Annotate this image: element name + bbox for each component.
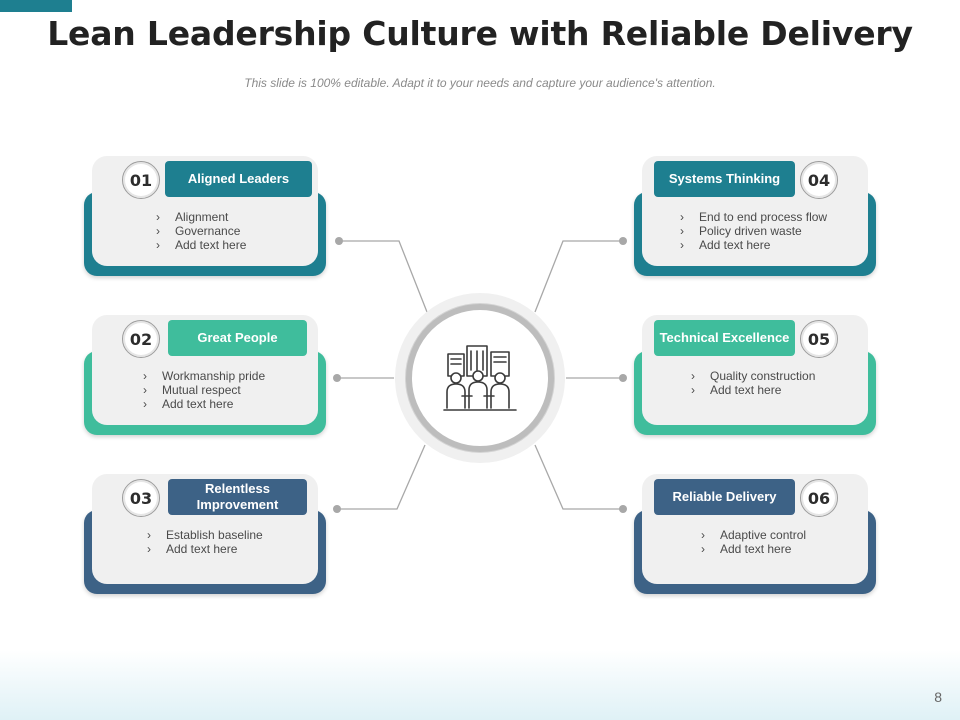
page-number: 8 — [934, 689, 942, 705]
bullet-item: ›Add text here — [701, 542, 792, 556]
card-great-people: 02 Great People ›Workmanship pride ›Mutu… — [84, 315, 326, 435]
card-title-pill: Systems Thinking — [654, 161, 795, 197]
card-reliable-delivery: 06 Reliable Delivery ›Adaptive control ›… — [634, 474, 876, 594]
card-number-badge: 03 — [122, 479, 160, 517]
card-aligned-leaders: 01 Aligned Leaders ›Alignment ›Governanc… — [84, 156, 326, 276]
chevron-right-icon: › — [156, 210, 160, 224]
chevron-right-icon: › — [147, 542, 151, 556]
bullet-item: ›Establish baseline — [147, 528, 263, 542]
header-accent-bar — [0, 0, 72, 12]
bullet-item: ›Policy driven waste — [680, 224, 802, 238]
card-title-pill: Great People — [168, 320, 307, 356]
bullet-item: ›Add text here — [691, 383, 782, 397]
chevron-right-icon: › — [701, 542, 705, 556]
bullet-item: ›Add text here — [156, 238, 247, 252]
card-number-badge: 01 — [122, 161, 160, 199]
chevron-right-icon: › — [143, 383, 147, 397]
card-bullet-list: ›Workmanship pride ›Mutual respect ›Add … — [143, 369, 265, 411]
card-bullet-list: ›Establish baseline ›Add text here — [147, 528, 263, 556]
chevron-right-icon: › — [156, 238, 160, 252]
card-title-pill: Aligned Leaders — [165, 161, 312, 197]
bullet-item: ›Add text here — [143, 397, 234, 411]
card-bullet-list: ›Adaptive control ›Add text here — [701, 528, 806, 556]
card-number-badge: 06 — [800, 479, 838, 517]
chevron-right-icon: › — [143, 369, 147, 383]
connector-dot-03 — [333, 505, 341, 513]
connector-03 — [337, 444, 426, 510]
chevron-right-icon: › — [156, 224, 160, 238]
card-title-pill: Technical Excellence — [654, 320, 795, 356]
card-number-badge: 05 — [800, 320, 838, 358]
chevron-right-icon: › — [701, 528, 705, 542]
chevron-right-icon: › — [143, 397, 147, 411]
connector-dot-04 — [619, 237, 627, 245]
card-number-badge: 04 — [800, 161, 838, 199]
slide-subtitle: This slide is 100% editable. Adapt it to… — [244, 76, 716, 90]
chevron-right-icon: › — [680, 238, 684, 252]
connector-dot-02 — [333, 374, 341, 382]
connector-01 — [339, 240, 428, 313]
chevron-right-icon: › — [691, 369, 695, 383]
bullet-item: ›Governance — [156, 224, 241, 238]
connector-04 — [534, 240, 623, 313]
connector-dot-05 — [619, 374, 627, 382]
bullet-item: ›End to end process flow — [680, 210, 828, 224]
card-title-pill: Relentless Improvement — [168, 479, 307, 515]
bullet-item: ›Adaptive control — [701, 528, 807, 542]
chevron-right-icon: › — [691, 383, 695, 397]
chevron-right-icon: › — [147, 528, 151, 542]
card-number-badge: 02 — [122, 320, 160, 358]
bullet-item: ›Workmanship pride — [143, 369, 266, 383]
card-relentless-improvement: 03 Relentless Improvement ›Establish bas… — [84, 474, 326, 594]
chevron-right-icon: › — [680, 224, 684, 238]
footer-gradient-band — [0, 650, 960, 720]
card-title-pill: Reliable Delivery — [654, 479, 795, 515]
bullet-item: ›Add text here — [147, 542, 238, 556]
card-systems-thinking: 04 Systems Thinking ›End to end process … — [634, 156, 876, 276]
bullet-item: ›Add text here — [680, 238, 771, 252]
connector-06 — [534, 444, 623, 510]
connector-dot-01 — [335, 237, 343, 245]
slide-title: Lean Leadership Culture with Reliable De… — [47, 14, 913, 53]
card-bullet-list: ›Quality construction ›Add text here — [691, 369, 815, 397]
bullet-item: ›Quality construction — [691, 369, 816, 383]
card-technical-excellence: 05 Technical Excellence ›Quality constru… — [634, 315, 876, 435]
card-bullet-list: ›End to end process flow ›Policy driven … — [680, 210, 827, 252]
bullet-item: ›Mutual respect — [143, 383, 241, 397]
bullet-item: ›Alignment — [156, 210, 229, 224]
chevron-right-icon: › — [680, 210, 684, 224]
card-bullet-list: ›Alignment ›Governance ›Add text here — [156, 210, 246, 252]
team-buildings-icon — [443, 345, 517, 411]
connector-dot-06 — [619, 505, 627, 513]
